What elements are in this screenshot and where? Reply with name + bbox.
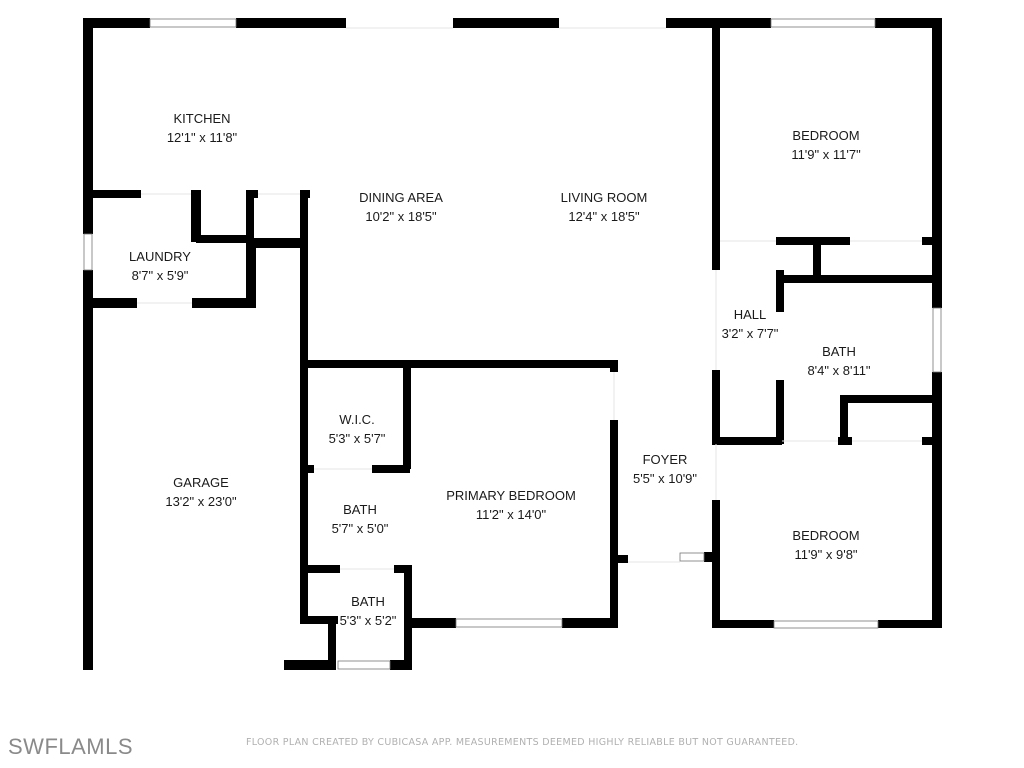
room-label-kitchen: KITCHEN 12'1" x 11'8" xyxy=(167,111,237,146)
room-name: BEDROOM xyxy=(792,128,860,143)
room-dimensions: 13'2" x 23'0" xyxy=(165,494,237,509)
room-label-primary-bedroom: PRIMARY BEDROOM 11'2" x 14'0" xyxy=(446,488,576,523)
room-dimensions: 5'3" x 5'2" xyxy=(339,613,397,628)
room-name: BATH xyxy=(343,502,377,517)
room-dimensions: 5'7" x 5'0" xyxy=(331,521,389,536)
room-label-dining-area: DINING AREA 10'2" x 18'5" xyxy=(359,190,443,225)
room-name: W.I.C. xyxy=(339,412,375,427)
room-name: BEDROOM xyxy=(792,528,860,543)
floor-plan-disclaimer: FLOOR PLAN CREATED BY CUBICASA APP. MEAS… xyxy=(246,737,799,748)
room-dimensions: 5'5" x 10'9" xyxy=(632,471,698,486)
windows xyxy=(83,18,942,670)
room-name: LIVING ROOM xyxy=(560,190,648,205)
room-dimensions: 5'3" x 5'7" xyxy=(328,431,386,446)
room-name: FOYER xyxy=(642,452,688,467)
mls-watermark: SWFLAMLS xyxy=(8,734,134,759)
room-label-living-room: LIVING ROOM 12'4" x 18'5" xyxy=(561,190,648,225)
room-name: LAUNDRY xyxy=(129,249,191,264)
room-label-bedroom-2: BEDROOM 11'9" x 9'8" xyxy=(792,528,859,563)
room-label-bath-hall: BATH 8'4" x 8'11" xyxy=(807,344,870,379)
room-dimensions: 11'2" x 14'0" xyxy=(475,507,547,522)
room-dimensions: 12'1" x 11'8" xyxy=(166,130,238,145)
room-name: KITCHEN xyxy=(173,111,231,126)
room-dimensions: 12'4" x 18'5" xyxy=(568,209,640,224)
room-label-laundry: LAUNDRY 8'7" x 5'9" xyxy=(129,249,191,284)
room-label-wic: W.I.C. 5'3" x 5'7" xyxy=(329,412,386,447)
room-name: BATH xyxy=(822,344,856,359)
room-dimensions: 11'9" x 11'7" xyxy=(791,147,861,162)
room-dimensions: 8'7" x 5'9" xyxy=(131,268,189,283)
openings xyxy=(137,27,922,570)
room-dimensions: 3'2" x 7'7" xyxy=(721,326,779,341)
room-label-bath-small: BATH 5'3" x 5'2" xyxy=(340,594,397,629)
room-label-garage: GARAGE 13'2" x 23'0" xyxy=(165,475,236,510)
room-label-bath-primary: BATH 5'7" x 5'0" xyxy=(332,502,389,537)
room-dimensions: 11'9" x 9'8" xyxy=(794,547,858,562)
room-label-hall: HALL 3'2" x 7'7" xyxy=(722,307,779,342)
room-name: GARAGE xyxy=(173,475,229,490)
room-name: DINING AREA xyxy=(359,190,443,205)
room-label-bedroom-1: BEDROOM 11'9" x 11'7" xyxy=(791,128,860,163)
room-name: HALL xyxy=(733,307,767,322)
room-label-foyer: FOYER 5'5" x 10'9" xyxy=(633,452,697,487)
room-dimensions: 10'2" x 18'5" xyxy=(365,209,437,224)
room-name: PRIMARY BEDROOM xyxy=(446,488,576,503)
room-dimensions: 8'4" x 8'11" xyxy=(807,363,871,378)
walls xyxy=(83,18,942,670)
room-name: BATH xyxy=(351,594,385,609)
